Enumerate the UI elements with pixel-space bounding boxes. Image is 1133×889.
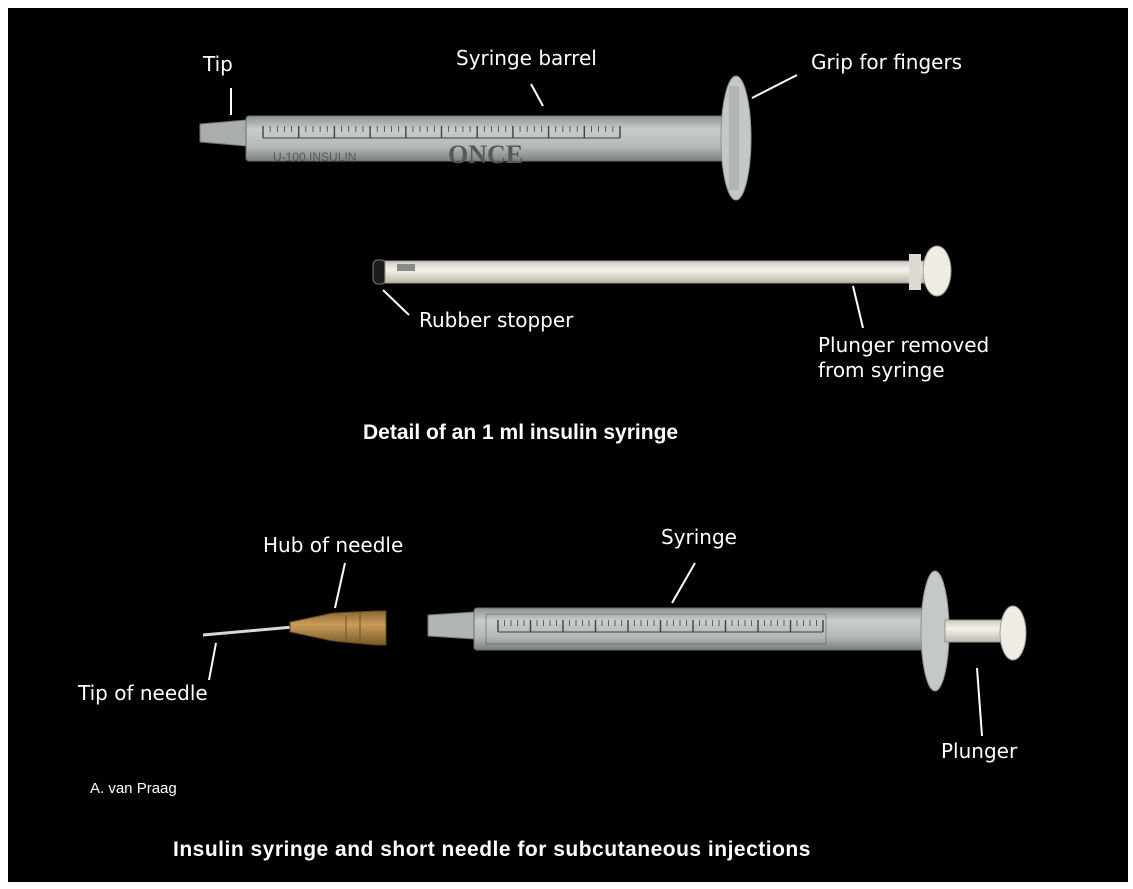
needle [203,611,386,645]
top-tip-shape [200,120,246,146]
syringe-barrel-label: Syringe barrel [456,46,597,71]
tip-label: Tip [203,52,233,77]
removed-plunger [373,246,951,296]
tip-of-needle-label: Tip of needle [78,681,208,706]
hub-of-needle-label: Hub of needle [263,533,403,558]
bottom-syringe [428,571,1026,691]
author-credit: A. van Praag [90,780,177,797]
bottom-plunger-rod-shape [945,620,1005,642]
rubber-stopper-shape [373,260,386,284]
plunger-leader-line [977,668,982,736]
bottom-thumb-rest-shape [1000,606,1026,660]
needle-hub-shape [290,611,386,645]
rubber-stopper-leader-line [383,290,409,315]
hub-of-needle-leader-line [335,563,345,608]
rubber-stopper-label: Rubber stopper [419,308,573,333]
bottom-tip-shape [428,612,474,639]
top-diagram-title: Detail of an 1 ml insulin syringe [363,421,678,445]
top-barrel-units: U-100 INSULIN [273,150,356,164]
syringe-barrel-leader-line [531,84,543,106]
grip-leader-line [752,75,797,98]
needle-shaft-shape [203,627,293,635]
plunger-removed-label: Plunger removed from syringe [818,333,989,383]
top-syringe: ONCE U-100 INSULIN [200,76,751,200]
bottom-diagram-title: Insulin syringe and short needle for sub… [173,838,811,862]
plunger-removed-leader-line [853,286,863,328]
tip-of-needle-leader-line [209,643,216,680]
plunger-label: Plunger [941,739,1017,764]
syringe-leader-line [672,563,695,603]
top-barrel-brand: ONCE [448,140,523,169]
grip-for-fingers-label: Grip for fingers [811,50,962,75]
plunger-rod-shape [385,261,925,283]
diagram-canvas: ONCE U-100 INSULIN [8,8,1128,882]
syringe-label: Syringe [661,525,737,550]
plunger-thumb-rest-shape [923,246,951,296]
